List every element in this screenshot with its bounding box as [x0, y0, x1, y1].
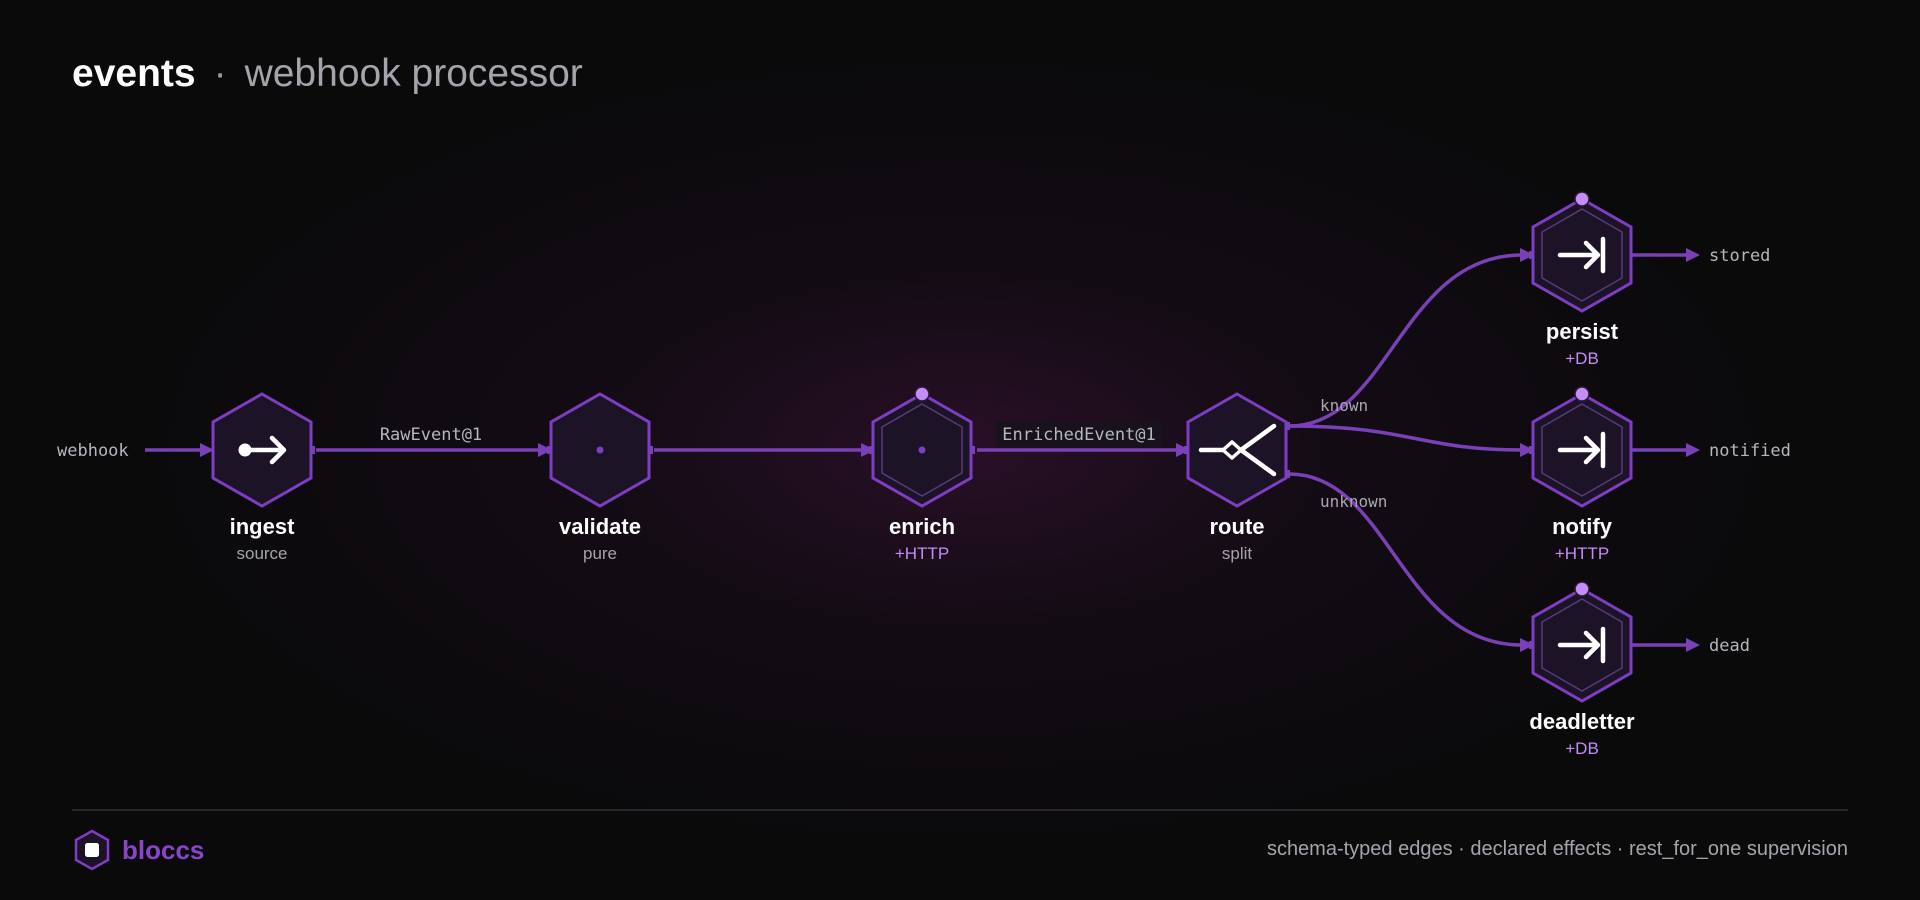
edge-enrich-route — [977, 443, 1190, 457]
node-effect: +HTTP — [1555, 544, 1609, 563]
node-effect: +DB — [1565, 349, 1599, 368]
brand-name: bloccs — [122, 834, 205, 865]
node-kind: split — [1222, 544, 1253, 563]
output-label-stored: stored — [1709, 246, 1770, 266]
edge-route-notify — [1288, 424, 1534, 457]
node-kind: pure — [583, 544, 617, 563]
source-arrow-icon — [238, 435, 287, 465]
page-title: events — [72, 52, 196, 95]
node-validate[interactable]: validate pure — [547, 392, 653, 563]
edge-route-deadletter — [1288, 472, 1534, 652]
node-effect: +DB — [1565, 739, 1599, 758]
node-name: route — [1210, 514, 1265, 539]
branch-label-known: known — [1320, 396, 1368, 415]
edge-label-rawevent: RawEvent@1 — [380, 425, 482, 445]
footer-divider — [72, 809, 1848, 811]
dot-icon — [918, 446, 926, 454]
branch-label-unknown: unknown — [1320, 492, 1387, 511]
node-route[interactable]: route split — [1184, 392, 1290, 563]
node-kind: source — [236, 544, 287, 563]
node-name: notify — [1552, 514, 1613, 539]
effect-indicator-dot — [1574, 191, 1590, 207]
bloccs-hex-logo-icon — [74, 829, 110, 871]
dot-icon — [596, 446, 604, 454]
node-name: enrich — [889, 514, 955, 539]
effect-indicator-dot — [1574, 386, 1590, 402]
page-header: events · webhook processor — [72, 50, 583, 98]
edge-ingest-validate — [316, 443, 552, 457]
node-effect: +HTTP — [895, 544, 949, 563]
edge-webhook-ingest — [145, 443, 214, 457]
node-name: persist — [1546, 319, 1619, 344]
edge-label-bg — [996, 421, 1162, 447]
node-notify[interactable]: notify +HTTP — [1529, 386, 1633, 563]
sink-arrow-icon — [1557, 431, 1606, 469]
sink-arrow-icon — [1557, 626, 1606, 664]
edge-label-enrichedevent: EnrichedEvent@1 — [1002, 425, 1156, 445]
footer-brand[interactable]: bloccs — [72, 828, 204, 872]
effect-indicator-dot — [914, 386, 930, 402]
sink-arrow-icon — [1557, 236, 1606, 274]
footer-tagline: schema-typed edges · declared effects · … — [1266, 838, 1848, 860]
node-deadletter[interactable]: deadletter +DB — [1529, 581, 1635, 758]
output-label-notified: notified — [1709, 441, 1791, 461]
node-name: deadletter — [1529, 709, 1635, 734]
title-separator: · — [213, 52, 227, 95]
node-name: ingest — [230, 514, 295, 539]
node-persist[interactable]: persist +DB — [1529, 191, 1633, 368]
node-ingest[interactable]: ingest source — [211, 392, 315, 563]
edge-deadletter-out — [1632, 638, 1700, 652]
edge-persist-out — [1632, 248, 1700, 262]
edge-route-persist — [1288, 248, 1534, 428]
node-name: validate — [559, 514, 641, 539]
input-label-webhook: webhook — [57, 441, 129, 461]
page-subtitle: webhook processor — [244, 52, 583, 95]
split-icon — [1198, 423, 1277, 477]
edge-validate-enrich — [654, 443, 875, 457]
effect-indicator-dot — [1574, 581, 1590, 597]
node-enrich[interactable]: enrich +HTTP — [869, 386, 975, 563]
edge-notify-out — [1632, 443, 1700, 457]
output-label-dead: dead — [1709, 636, 1750, 656]
